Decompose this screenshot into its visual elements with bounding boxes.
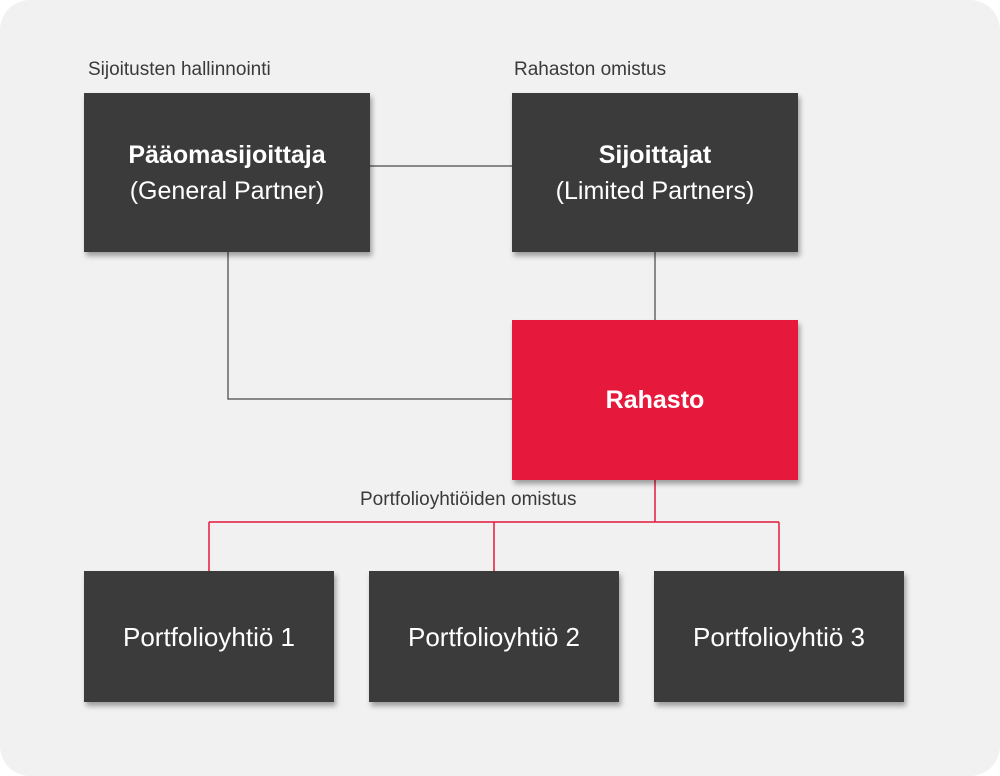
node-limited-partners: Sijoittajat (Limited Partners) xyxy=(512,93,798,252)
node-general-partner: Pääomasijoittaja (General Partner) xyxy=(84,93,370,252)
node-fund: Rahasto xyxy=(512,320,798,480)
node-limited-partners-subtitle: (Limited Partners) xyxy=(555,176,755,205)
node-fund-title: Rahasto xyxy=(605,386,705,414)
node-portfolio-1-label: Portfolioyhtiö 1 xyxy=(123,621,295,652)
label-portfolio-ownership: Portfolioyhtiöiden omistus xyxy=(360,489,577,510)
connector-gp-fund xyxy=(227,252,512,400)
node-limited-partners-title: Sijoittajat xyxy=(598,140,712,169)
node-portfolio-2: Portfolioyhtiö 2 xyxy=(369,571,619,702)
node-portfolio-2-label: Portfolioyhtiö 2 xyxy=(408,621,580,652)
node-portfolio-1: Portfolioyhtiö 1 xyxy=(84,571,334,702)
node-general-partner-subtitle: (General Partner) xyxy=(129,176,325,205)
node-portfolio-3-label: Portfolioyhtiö 3 xyxy=(693,621,865,652)
label-fund-ownership: Rahaston omistus xyxy=(514,59,667,80)
node-portfolio-3: Portfolioyhtiö 3 xyxy=(654,571,904,702)
label-management: Sijoitusten hallinnointi xyxy=(88,59,271,80)
node-general-partner-title: Pääomasijoittaja xyxy=(128,140,326,169)
